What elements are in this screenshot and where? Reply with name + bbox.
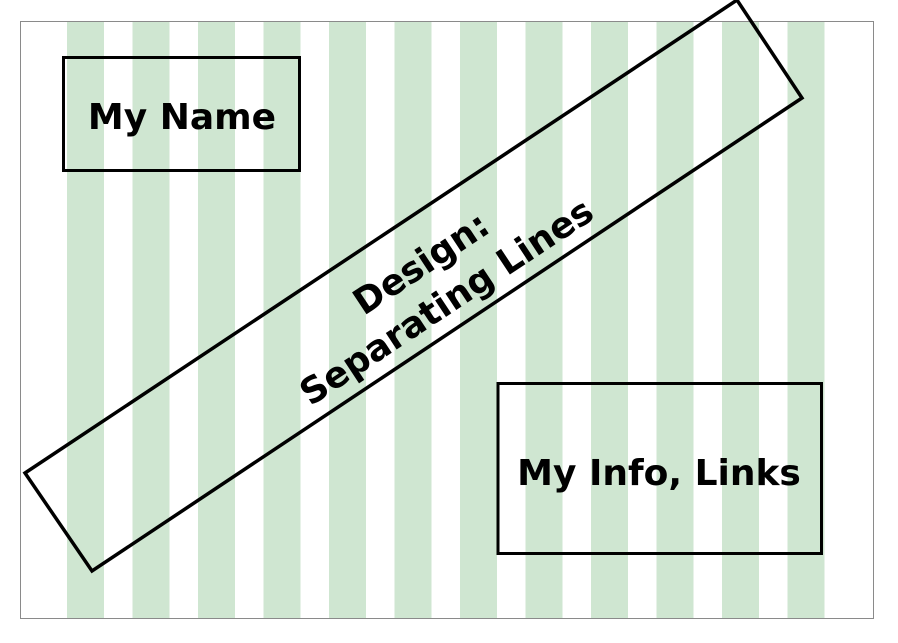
info-box-border — [496, 382, 823, 555]
grid-stripe — [787, 22, 825, 618]
grid-stripe — [263, 22, 301, 618]
grid-stripe — [591, 22, 628, 618]
info-box: My Info, Links — [496, 382, 823, 555]
grid-stripe — [394, 22, 432, 618]
grid-stripe — [198, 22, 235, 618]
grid-stripe — [525, 22, 563, 618]
name-box-border — [62, 56, 301, 172]
grid-stripe — [329, 22, 366, 618]
grid-stripe — [460, 22, 497, 618]
info-box-label: My Info, Links — [517, 453, 801, 494]
grid-stripe — [132, 22, 170, 618]
name-box-label: My Name — [88, 97, 276, 138]
grid-stripe — [656, 22, 694, 618]
design-banner-border — [22, 0, 805, 574]
grid-stripe — [67, 22, 104, 618]
name-box: My Name — [62, 56, 301, 172]
grid-stripe — [722, 22, 759, 618]
